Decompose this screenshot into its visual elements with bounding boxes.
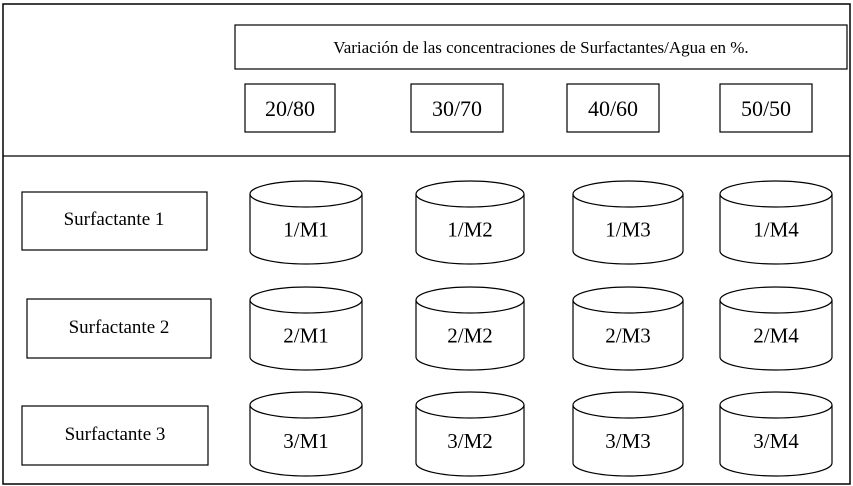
cylinder-body <box>415 405 525 477</box>
cylinder-top <box>415 391 525 419</box>
concentration-box-border <box>566 83 660 133</box>
cylinder-top <box>572 286 684 314</box>
sample-cylinder: 3/M1 <box>249 391 363 477</box>
sample-cylinder: 1/M2 <box>415 180 525 265</box>
surfactant-label: Surfactante 2 <box>69 317 170 338</box>
surfactant-label: Surfactante 3 <box>65 424 166 445</box>
concentration-label: 50/50 <box>741 96 791 121</box>
title-box-border <box>234 24 848 70</box>
concentration-header: 20/80 30/70 40/60 50/50 <box>244 83 813 133</box>
sample-cylinder: 3/M3 <box>572 391 684 477</box>
cylinder-top <box>572 180 684 208</box>
concentration-label: 20/80 <box>265 96 315 121</box>
concentration-label: 40/60 <box>588 96 638 121</box>
cylinder-top <box>719 391 833 419</box>
sample-label: 3/M4 <box>753 429 799 453</box>
concentration-box: 40/60 <box>566 83 660 133</box>
sample-cylinder: 2/M4 <box>719 286 833 371</box>
cylinder-body <box>249 405 363 477</box>
sample-cylinder: 3/M4 <box>719 391 833 477</box>
surfactant-box-border <box>26 298 212 359</box>
cylinder-body <box>719 194 833 265</box>
cylinder-body <box>572 300 684 371</box>
surfactant-box: Surfactante 3 <box>21 405 209 466</box>
cylinder-top <box>249 180 363 208</box>
cylinder-body <box>415 300 525 371</box>
sample-cylinder: 2/M2 <box>415 286 525 371</box>
sample-cylinder: 1/M3 <box>572 180 684 265</box>
concentration-box: 20/80 <box>244 83 336 133</box>
concentration-box: 50/50 <box>719 83 813 133</box>
sample-grid: 1/M1 1/M2 1/M3 1/M4 2/M1 2/M2 2/M3 2/M4 3/M1 3/M2… <box>249 180 833 477</box>
sample-cylinder: 2/M3 <box>572 286 684 371</box>
sample-label: 2/M4 <box>753 324 799 348</box>
concentration-box-border <box>410 83 504 133</box>
sample-cylinder: 3/M2 <box>415 391 525 477</box>
surfactant-box: Surfactante 1 <box>21 191 208 251</box>
surfactant-box-border <box>21 191 208 251</box>
sample-label: 2/M3 <box>605 324 651 348</box>
cylinder-top <box>719 180 833 208</box>
sample-label: 1/M3 <box>605 218 651 242</box>
sample-label: 1/M4 <box>753 218 799 242</box>
cylinder-body <box>249 300 363 371</box>
sample-label: 2/M1 <box>283 324 329 348</box>
concentration-box-border <box>244 83 336 133</box>
title-box: Variación de las concentraciones de Surf… <box>234 24 848 70</box>
surfactant-box: Surfactante 2 <box>26 298 212 359</box>
cylinder-top <box>249 391 363 419</box>
cylinder-top <box>719 286 833 314</box>
title-text: Variación de las concentraciones de Surf… <box>333 38 748 57</box>
cylinder-top <box>572 391 684 419</box>
sample-label: 3/M1 <box>283 429 329 453</box>
cylinder-top <box>249 286 363 314</box>
cylinder-top <box>415 286 525 314</box>
cylinder-body <box>415 194 525 265</box>
sample-cylinder: 1/M1 <box>249 180 363 265</box>
sample-cylinder: 2/M1 <box>249 286 363 371</box>
sample-label: 1/M2 <box>447 218 493 242</box>
sample-label: 2/M2 <box>447 324 493 348</box>
sample-label: 3/M2 <box>447 429 493 453</box>
surfactant-label: Surfactante 1 <box>64 209 165 230</box>
cylinder-body <box>572 194 684 265</box>
cylinder-top <box>415 180 525 208</box>
sample-label: 1/M1 <box>283 218 329 242</box>
concentration-label: 30/70 <box>432 96 482 121</box>
concentration-box-border <box>719 83 813 133</box>
sample-cylinder: 1/M4 <box>719 180 833 265</box>
sample-label: 3/M3 <box>605 429 651 453</box>
surfactant-labels: Surfactante 1 Surfactante 2 Surfactante … <box>21 191 212 466</box>
cylinder-body <box>249 194 363 265</box>
concentration-box: 30/70 <box>410 83 504 133</box>
cylinder-body <box>719 405 833 477</box>
cylinder-body <box>572 405 684 477</box>
surfactant-box-border <box>21 405 209 466</box>
cylinder-body <box>719 300 833 371</box>
